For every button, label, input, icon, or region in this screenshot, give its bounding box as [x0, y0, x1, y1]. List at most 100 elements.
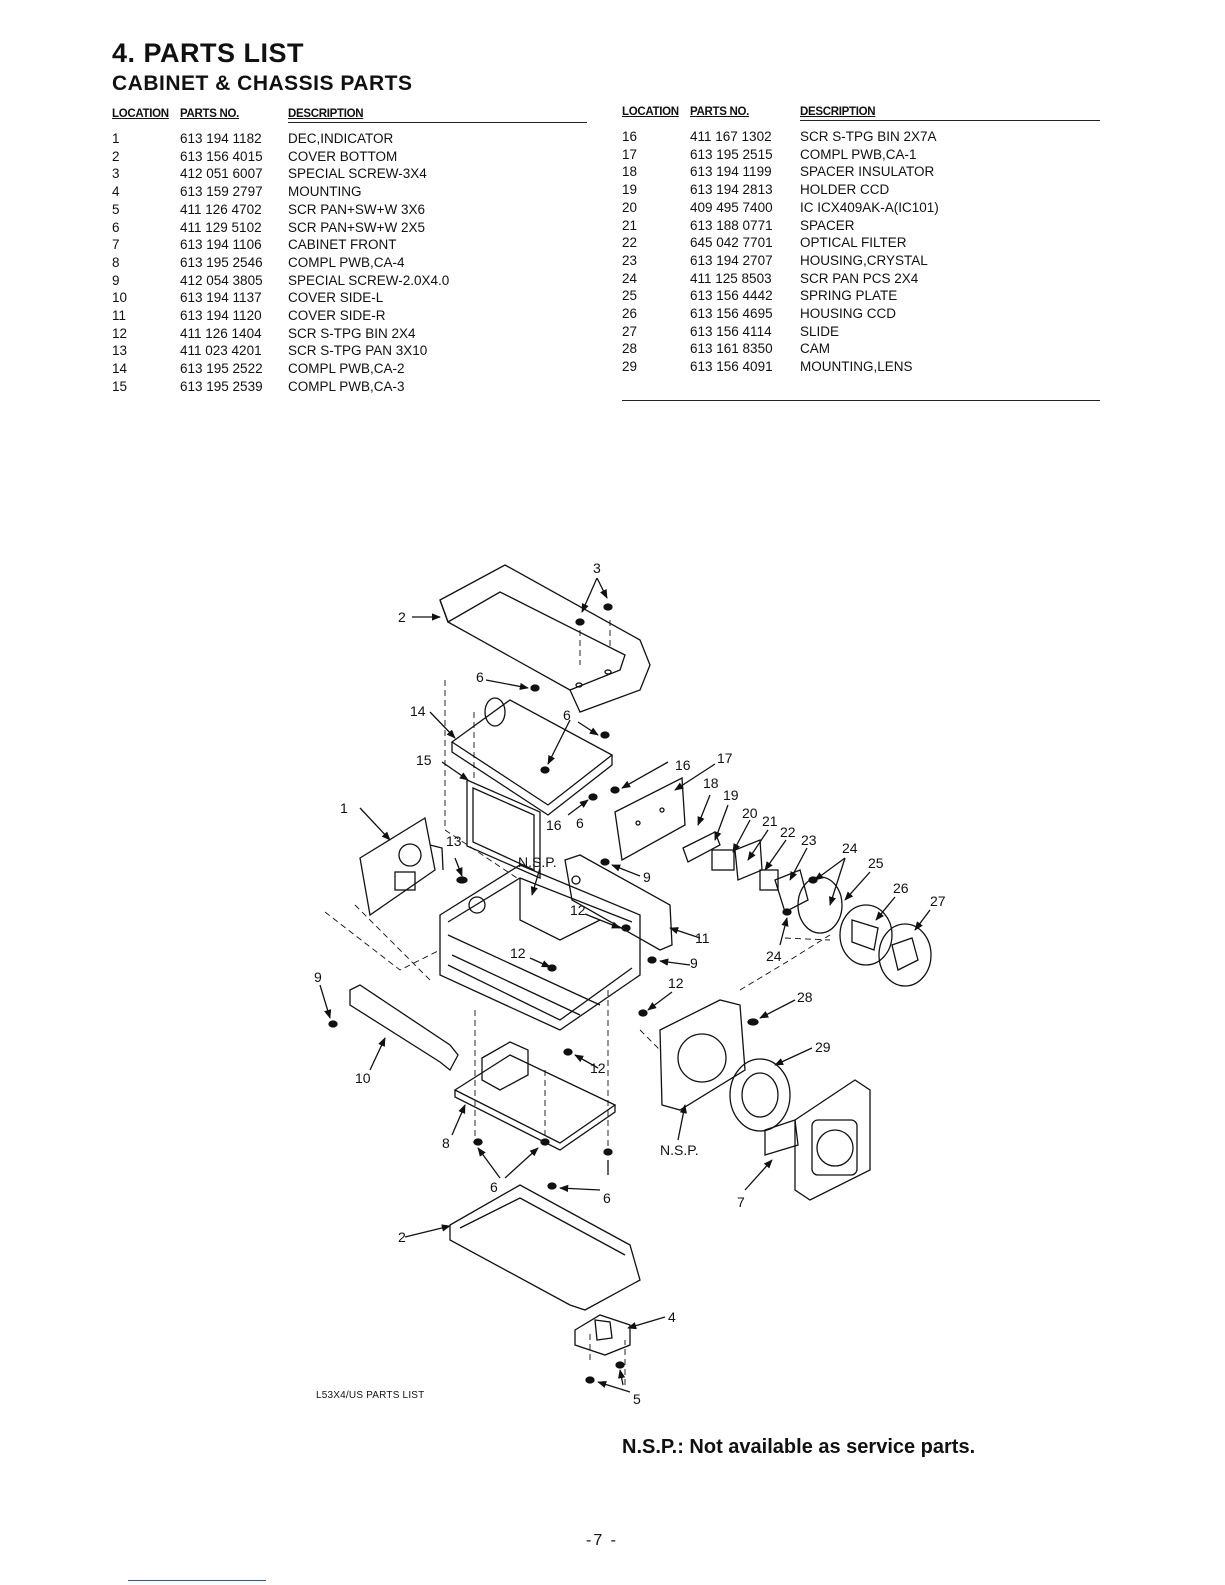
callout-6: 6	[603, 1190, 611, 1206]
parts-no-cell: 613 156 4091	[690, 359, 773, 375]
location-cell: 2	[112, 148, 120, 164]
description-cell: OPTICAL FILTER	[800, 235, 907, 251]
location-cell: 19	[622, 182, 638, 198]
parts-no-cell: 613 188 0771	[690, 217, 773, 233]
cover-bottom-part	[449, 1184, 641, 1311]
parts-no-cell: 411 125 8503	[690, 270, 772, 286]
description-cell: SCR PAN PCS 2X4	[800, 270, 919, 286]
description-cell: SPECIAL SCREW-3X4	[288, 166, 427, 182]
section-subtitle: CABINET & CHASSIS PARTS	[112, 72, 413, 95]
slide-part	[878, 923, 932, 987]
description-cell: SPACER	[800, 217, 855, 233]
callout-18: 18	[703, 775, 719, 791]
location-cell: 29	[622, 359, 638, 375]
page-number: -7 -	[586, 1532, 618, 1549]
callout-7: 7	[737, 1194, 745, 1210]
description-cell: COVER SIDE-R	[288, 308, 386, 323]
callout-28: 28	[797, 989, 813, 1005]
callout-9: 9	[690, 955, 698, 971]
callout-23: 23	[801, 832, 817, 848]
column-header-description: DESCRIPTION	[288, 108, 364, 120]
nsp-label: N.S.P.	[660, 1142, 699, 1158]
table-row: 21 613 188 0771 SPACER	[622, 217, 1100, 235]
callout-12: 12	[510, 945, 526, 961]
location-cell: 22	[622, 235, 638, 251]
pwb-ca-2-part	[450, 697, 614, 816]
description-cell: HOUSING,CRYSTAL	[800, 252, 928, 268]
parts-no-cell: 613 194 1106	[180, 237, 262, 253]
location-cell: 13	[112, 343, 128, 359]
location-cell: 23	[622, 252, 638, 268]
callout-16: 16	[546, 817, 562, 833]
location-cell: 14	[112, 361, 128, 377]
description-cell: MOUNTING	[288, 184, 362, 200]
description-cell: CABINET FRONT	[288, 237, 397, 253]
parts-no-cell: 613 156 4442	[690, 288, 773, 304]
column-header-parts-no: PARTS NO.	[180, 108, 240, 120]
location-cell: 26	[622, 306, 638, 321]
screw-icons	[328, 603, 818, 1384]
location-cell: 9	[112, 272, 120, 288]
callout-6: 6	[563, 707, 571, 723]
location-cell: 8	[112, 254, 120, 270]
callout-24: 24	[842, 840, 858, 856]
callout-29: 29	[815, 1039, 831, 1055]
callout-leaders	[319, 577, 931, 1393]
parts-no-cell: 613 194 1182	[180, 131, 262, 146]
description-cell: HOLDER CCD	[800, 182, 890, 198]
description-cell: HOUSING CCD	[800, 306, 897, 321]
location-cell: 21	[622, 217, 638, 233]
callout-15: 15	[416, 752, 432, 768]
callout-1: 1	[340, 800, 348, 816]
cabinet-front-part	[764, 1079, 871, 1201]
parts-no-cell: 613 194 1120	[180, 308, 262, 323]
chassis-frame	[439, 864, 641, 1031]
location-cell: 4	[112, 184, 120, 200]
description-cell: IC ICX409AK-A(IC101)	[800, 199, 939, 215]
table-bottom-rule	[622, 400, 1100, 401]
description-cell: COVER BOTTOM	[288, 148, 398, 164]
parts-no-cell: 411 126 4702	[180, 201, 262, 217]
callout-22: 22	[780, 824, 796, 840]
callout-26: 26	[893, 880, 909, 896]
location-cell: 24	[622, 270, 638, 286]
description-cell: COMPL PWB,CA-4	[288, 254, 405, 270]
callout-labels: 1 2 2 3 4 5 6 6 6 6 6 7 8 9 9 9 10 11 12…	[314, 560, 946, 1407]
table-row: 20 409 495 7400 IC ICX409AK-A(IC101)	[622, 199, 1100, 217]
column-header-location: LOCATION	[622, 106, 679, 118]
mounting-lens-part	[659, 999, 791, 1132]
callout-16: 16	[675, 757, 691, 773]
pwb-ca-3-part	[466, 779, 541, 879]
nsp-label: N.S.P.	[518, 854, 557, 870]
parts-no-cell: 613 194 1137	[180, 290, 262, 306]
location-cell: 20	[622, 199, 638, 215]
description-cell: SCR S-TPG BIN 2X7A	[800, 129, 937, 144]
location-cell: 25	[622, 288, 638, 304]
description-cell: SPECIAL SCREW-2.0X4.0	[288, 272, 450, 288]
document-footnote: L53X4/US PARTS LIST	[316, 1390, 425, 1401]
column-header-description: DESCRIPTION	[800, 106, 876, 118]
parts-no-cell: 411 129 5102	[180, 219, 262, 235]
parts-no-cell: 409 495 7400	[690, 199, 773, 215]
callout-17: 17	[717, 750, 733, 766]
location-cell: 3	[112, 166, 120, 182]
column-header-parts-no: PARTS NO.	[690, 106, 750, 118]
section-title: 4. PARTS LIST	[112, 38, 305, 68]
callout-6: 6	[490, 1179, 498, 1195]
callout-10: 10	[355, 1070, 371, 1086]
callout-13: 13	[446, 833, 462, 849]
parts-no-cell: 613 194 2707	[690, 252, 773, 268]
ccd-assembly-parts	[682, 831, 809, 913]
mounting-part	[574, 1314, 631, 1356]
